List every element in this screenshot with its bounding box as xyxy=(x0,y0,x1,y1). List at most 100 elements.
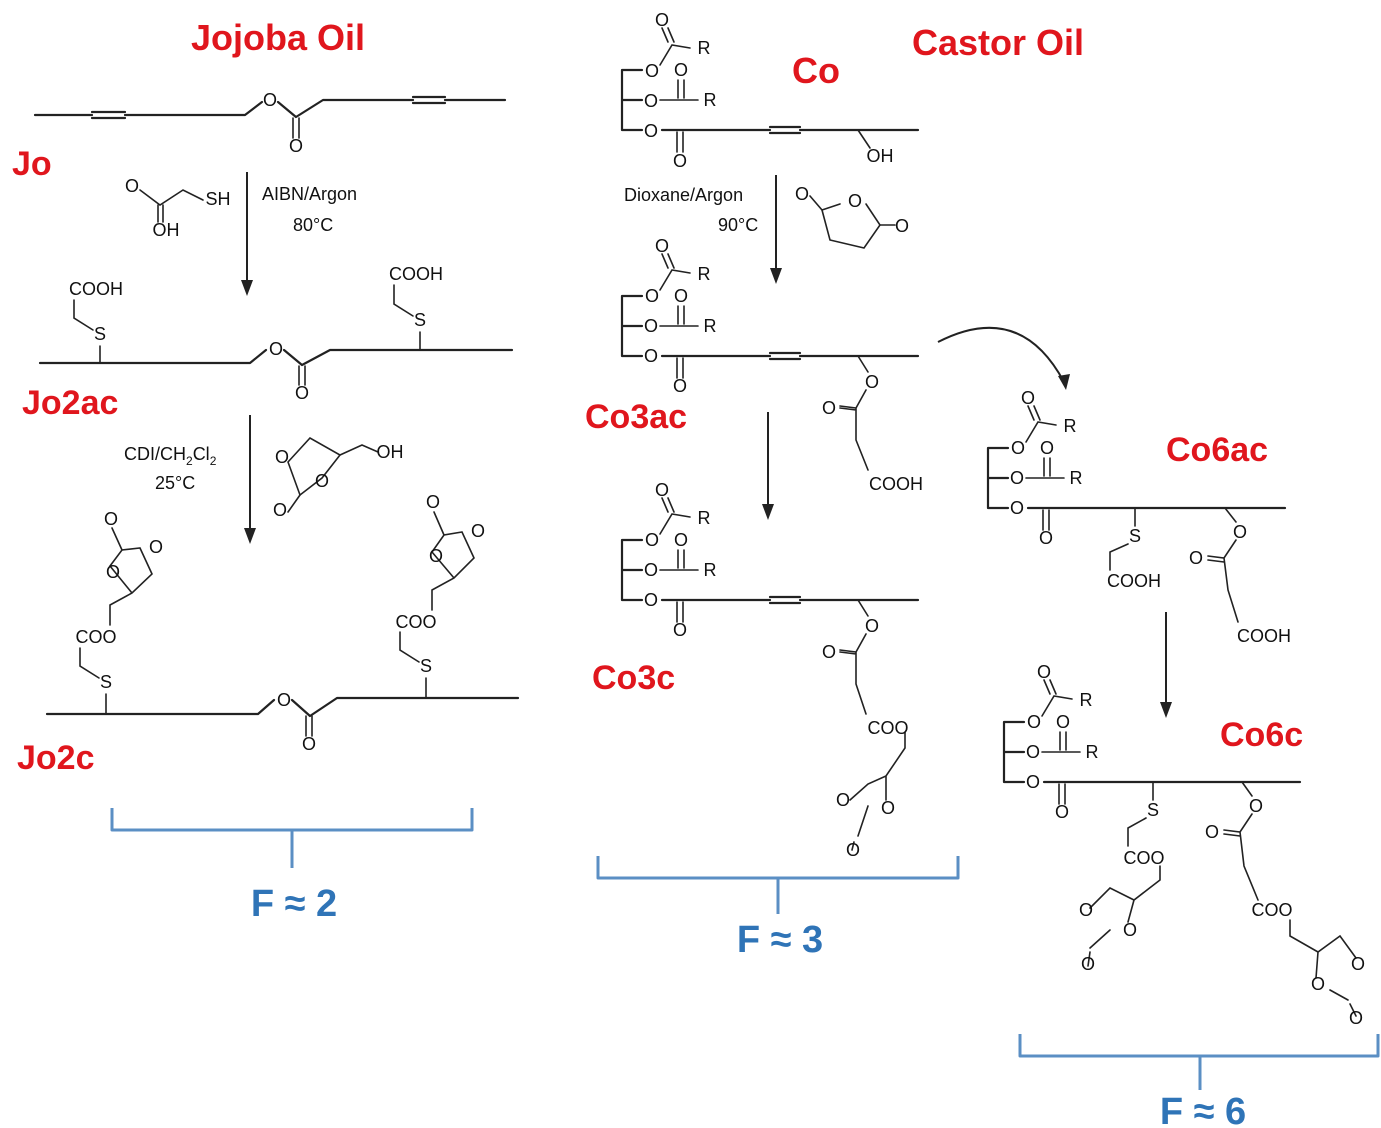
svg-text:O: O xyxy=(645,530,659,550)
svg-text:O: O xyxy=(1055,802,1069,822)
svg-text:O: O xyxy=(1010,468,1024,488)
reagent-glycerol-carbonate: O O O OH xyxy=(273,436,404,520)
svg-text:O: O xyxy=(273,500,287,520)
molecule-co6ac: O O R O O R O O S COOH O O COOH xyxy=(986,388,1291,646)
condition-25c: 25°C xyxy=(155,473,195,493)
svg-text:OH: OH xyxy=(377,442,404,462)
svg-text:R: R xyxy=(704,90,717,110)
svg-text:O: O xyxy=(1040,438,1054,458)
svg-text:S: S xyxy=(100,672,112,692)
svg-text:O: O xyxy=(822,642,836,662)
svg-text:O: O xyxy=(895,216,909,236)
svg-text:O: O xyxy=(1037,662,1051,682)
molecule-jo2c: S COO O O O S COO O O O O O xyxy=(45,492,520,754)
svg-text:O: O xyxy=(429,546,443,566)
brace-jojoba xyxy=(110,808,474,868)
svg-text:O: O xyxy=(289,136,303,156)
svg-text:COO: COO xyxy=(1251,900,1292,920)
svg-text:OH: OH xyxy=(153,220,180,240)
svg-text:O: O xyxy=(1123,920,1137,940)
svg-text:O: O xyxy=(795,184,809,204)
brace-co3 xyxy=(596,856,960,914)
svg-text:O: O xyxy=(822,398,836,418)
label-jo2ac: Jo2ac xyxy=(22,384,118,422)
svg-text:O: O xyxy=(1021,388,1035,408)
svg-text:COO: COO xyxy=(75,627,116,647)
svg-text:O: O xyxy=(674,530,688,550)
reagent-thioglycolic-acid: O SH OH xyxy=(125,176,231,240)
svg-text:R: R xyxy=(1070,468,1083,488)
svg-text:O: O xyxy=(1189,548,1203,568)
svg-text:O: O xyxy=(645,286,659,306)
svg-text:R: R xyxy=(704,316,717,336)
svg-text:O: O xyxy=(1011,438,1025,458)
molecule-jo2ac: O O S COOH S COOH xyxy=(38,264,514,403)
svg-text:O: O xyxy=(846,840,860,860)
svg-text:R: R xyxy=(1080,690,1093,710)
title-jojoba-oil: Jojoba Oil xyxy=(191,17,365,58)
svg-text:O: O xyxy=(1079,900,1093,920)
svg-text:O: O xyxy=(644,560,658,580)
svg-text:O: O xyxy=(655,480,669,500)
svg-text:O: O xyxy=(426,492,440,512)
condition-aibn: AIBN/Argon xyxy=(262,184,357,204)
svg-text:O: O xyxy=(865,616,879,636)
svg-text:O: O xyxy=(125,176,139,196)
svg-text:O: O xyxy=(674,60,688,80)
svg-text:S: S xyxy=(414,310,426,330)
svg-text:O: O xyxy=(1010,498,1024,518)
svg-text:O: O xyxy=(1026,742,1040,762)
svg-text:S: S xyxy=(1129,526,1141,546)
title-castor-oil: Castor Oil xyxy=(912,22,1084,63)
svg-text:O: O xyxy=(865,372,879,392)
svg-text:O: O xyxy=(275,447,289,467)
svg-text:O: O xyxy=(471,521,485,541)
svg-text:O: O xyxy=(644,346,658,366)
svg-text:COOH: COOH xyxy=(69,279,123,299)
svg-text:O: O xyxy=(655,236,669,256)
svg-text:S: S xyxy=(1147,800,1159,820)
svg-text:O: O xyxy=(1205,822,1219,842)
svg-text:COO: COO xyxy=(395,612,436,632)
svg-text:O: O xyxy=(106,562,120,582)
svg-text:O: O xyxy=(295,383,309,403)
svg-text:O: O xyxy=(1351,954,1365,974)
label-co6c: Co6c xyxy=(1220,716,1303,754)
svg-text:R: R xyxy=(698,508,711,528)
reagent-succinic-anhydride: O O O xyxy=(795,184,909,249)
svg-text:O: O xyxy=(1349,1008,1363,1028)
svg-text:R: R xyxy=(698,38,711,58)
functionality-f2: F ≈ 2 xyxy=(251,883,337,925)
svg-text:O: O xyxy=(644,590,658,610)
svg-text:O: O xyxy=(104,509,118,529)
svg-text:R: R xyxy=(1086,742,1099,762)
svg-text:O: O xyxy=(315,471,329,491)
svg-text:O: O xyxy=(1027,712,1041,732)
svg-text:O: O xyxy=(1026,772,1040,792)
molecule-co3c: O O R O O R O O O O COO O O O xyxy=(620,480,920,860)
svg-text:O: O xyxy=(302,734,316,754)
svg-text:O: O xyxy=(673,376,687,396)
svg-text:O: O xyxy=(263,90,277,110)
svg-text:S: S xyxy=(420,656,432,676)
label-co: Co xyxy=(792,50,840,91)
label-jo: Jo xyxy=(12,145,52,183)
condition-90c: 90°C xyxy=(718,215,758,235)
label-co6ac: Co6ac xyxy=(1166,431,1268,469)
molecule-jo: O O xyxy=(33,90,507,156)
svg-text:O: O xyxy=(1039,528,1053,548)
svg-text:S: S xyxy=(94,324,106,344)
functionality-f3: F ≈ 3 xyxy=(737,919,823,961)
molecule-co6c: O O R O O R O O S COO O O O O O COO O O … xyxy=(1002,662,1365,1028)
svg-text:COOH: COOH xyxy=(1107,571,1161,591)
svg-text:O: O xyxy=(1081,954,1095,974)
svg-text:COOH: COOH xyxy=(869,474,923,494)
functionality-f6: F ≈ 6 xyxy=(1160,1091,1246,1128)
condition-dioxane: Dioxane/Argon xyxy=(624,185,743,205)
svg-text:R: R xyxy=(1064,416,1077,436)
svg-text:O: O xyxy=(673,151,687,171)
svg-text:O: O xyxy=(645,61,659,81)
svg-text:O: O xyxy=(277,690,291,710)
svg-text:O: O xyxy=(149,537,163,557)
